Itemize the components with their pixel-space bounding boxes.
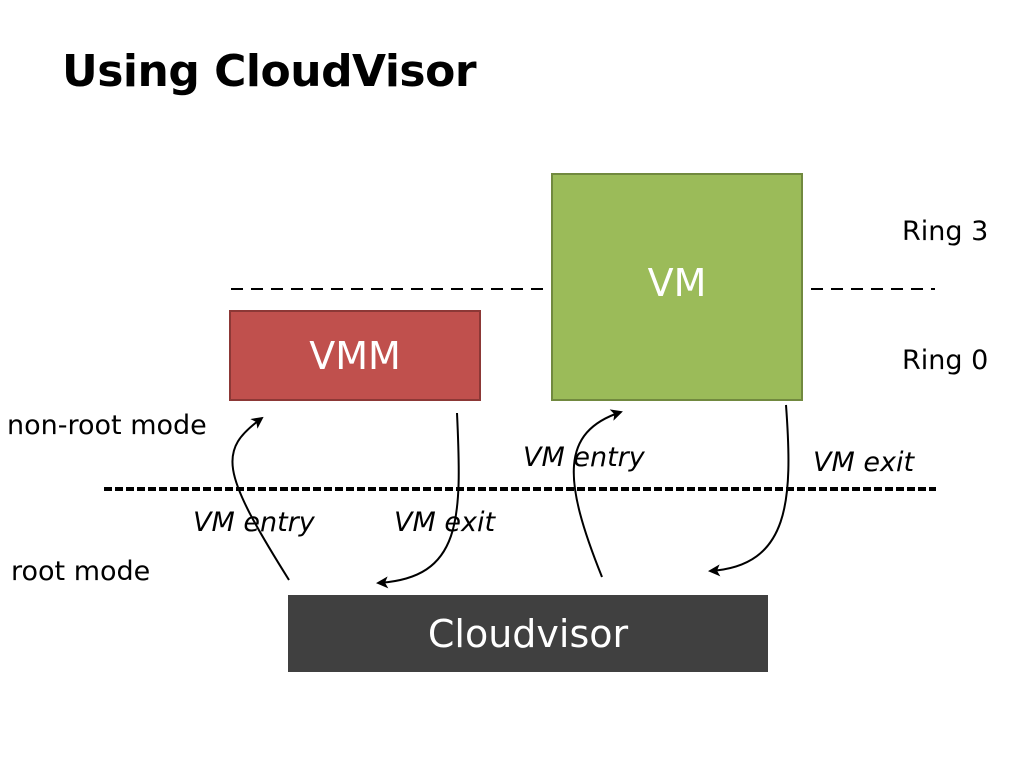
vm-entry-label-right: VM entry (523, 442, 645, 473)
vm-entry-label-left: VM entry (193, 507, 315, 538)
vm-exit-label-right: VM exit (813, 447, 915, 478)
cloudvisor-label: Cloudvisor (427, 611, 629, 656)
slide-title: Using CloudVisor (62, 46, 477, 97)
vm-box: VM (551, 173, 803, 401)
vm-entry-arrow-right (572, 409, 623, 578)
vm-exit-arrow-left (376, 412, 460, 589)
vmm-box: VMM (229, 310, 481, 401)
vmm-label: VMM (309, 333, 401, 378)
ring0-label: Ring 0 (902, 345, 989, 376)
vm-label: VM (647, 261, 707, 305)
cloudvisor-box: Cloudvisor (288, 595, 768, 672)
root-mode-label: root mode (11, 556, 151, 587)
vm-exit-label-left: VM exit (394, 507, 496, 538)
non-root-mode-label: non-root mode (7, 410, 207, 441)
vm-entry-arrow-left (231, 416, 290, 581)
ring3-label: Ring 3 (902, 216, 989, 247)
vm-exit-arrow-right (708, 404, 790, 577)
